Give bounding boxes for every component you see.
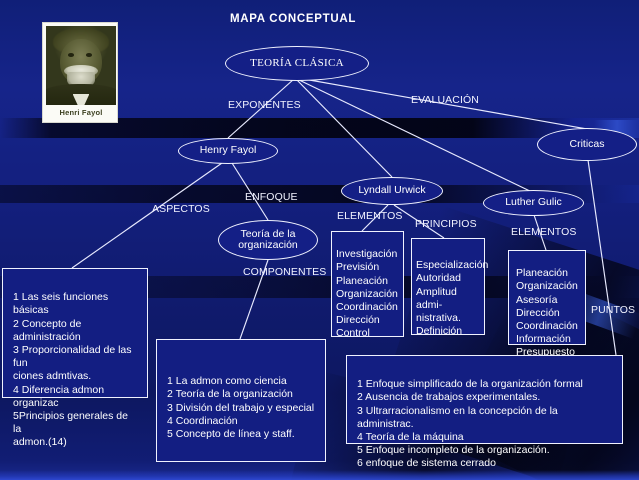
node-teoria-clasica-label: TEORÍA CLÁSICA [250,56,344,69]
link-teoria-to-criticas [297,77,588,130]
background-bottom-glow [0,470,639,480]
node-luther-gulic-label: Luther Gulic [505,196,562,209]
componentes-box-text: 1 La admon como ciencia 2 Teoría de la o… [167,375,315,441]
elementos-urwick-box[interactable]: Investigación Previsión Planeación Organ… [331,231,404,340]
node-henry-fayol-label: Henry Fayol [199,144,257,157]
portrait-caption: Henri Fayol [59,108,103,117]
link-label-enfoque: ENFOQUE [245,191,298,203]
componentes-box[interactable]: 1 La admon como ciencia 2 Teoría de la o… [156,339,326,462]
node-lyndall-urwick[interactable]: Lyndall Urwick [341,177,443,205]
node-lyndall-urwick-label: Lyndall Urwick [358,184,426,197]
link-teoria-to-luther-gulic [296,78,535,194]
portrait-image [46,26,116,105]
link-label-elementos-gulic: ELEMENTOS [511,226,577,238]
principios-urwick-box-text: Especialización Autoridad Amplitud admi-… [416,259,489,338]
node-teoria-clasica[interactable]: TEORÍA CLÁSICA [225,46,369,81]
link-teoria-to-henry-fayol [227,78,295,139]
node-henry-fayol[interactable]: Henry Fayol [178,138,278,164]
portrait-eye-right [85,52,93,57]
criticas-box-text: 1 Enfoque simplificado de la organizació… [357,378,583,470]
elementos-urwick-box-text: Investigación Previsión Planeación Organ… [336,248,398,340]
node-teoria-organizacion[interactable]: Teoría de la organización [218,220,318,260]
link-label-componentes: COMPONENTES [243,266,327,278]
elementos-gulic-box-text: Planeación Organización Asesoría Direcci… [516,267,578,359]
link-henry-to-teoria-organizacion [231,162,269,221]
node-criticas-label: Criticas [569,137,605,150]
portrait-eye-left [67,52,74,57]
link-teoria-to-lyndall-urwick [295,78,393,178]
link-henry-to-aspectos-box [71,162,223,269]
link-teoria-org-to-componentes-box [239,259,269,340]
page-title: MAPA CONCEPTUAL [230,13,357,25]
link-urwick-to-elementos-box [361,204,389,232]
portrait-collar [72,93,90,105]
node-luther-gulic[interactable]: Luther Gulic [483,190,584,216]
elementos-gulic-box[interactable]: Planeación Organización Asesoría Direcci… [508,250,586,358]
node-teoria-organizacion-label: Teoría de la organización [238,227,298,251]
henri-fayol-portrait: Henri Fayol [42,22,118,123]
link-label-elementos-urwick: ELEMENTOS [337,210,403,222]
link-label-exponentes: EXPONENTES [228,99,301,111]
link-label-evaluacion: EVALUACIÓN [411,94,479,106]
aspectos-box[interactable]: 1 Las seis funciones básicas 2 Concepto … [2,268,148,448]
link-label-aspectos: ASPECTOS [152,203,210,215]
criticas-box[interactable]: 1 Enfoque simplificado de la organizació… [346,355,623,469]
link-gulic-to-elementos-box [533,214,547,251]
aspectos-box-text: 1 Las seis funciones básicas 2 Concepto … [13,291,132,449]
link-criticas-to-criticas-box [587,159,617,356]
portrait-beard [67,71,95,88]
link-urwick-to-principios-box [393,204,445,239]
link-label-puntos: PUNTOS [591,304,636,316]
principios-urwick-box[interactable]: Especialización Autoridad Amplitud admi-… [411,238,489,338]
node-criticas[interactable]: Criticas [537,128,637,161]
link-label-principios: PRINCIPIOS [415,218,477,230]
